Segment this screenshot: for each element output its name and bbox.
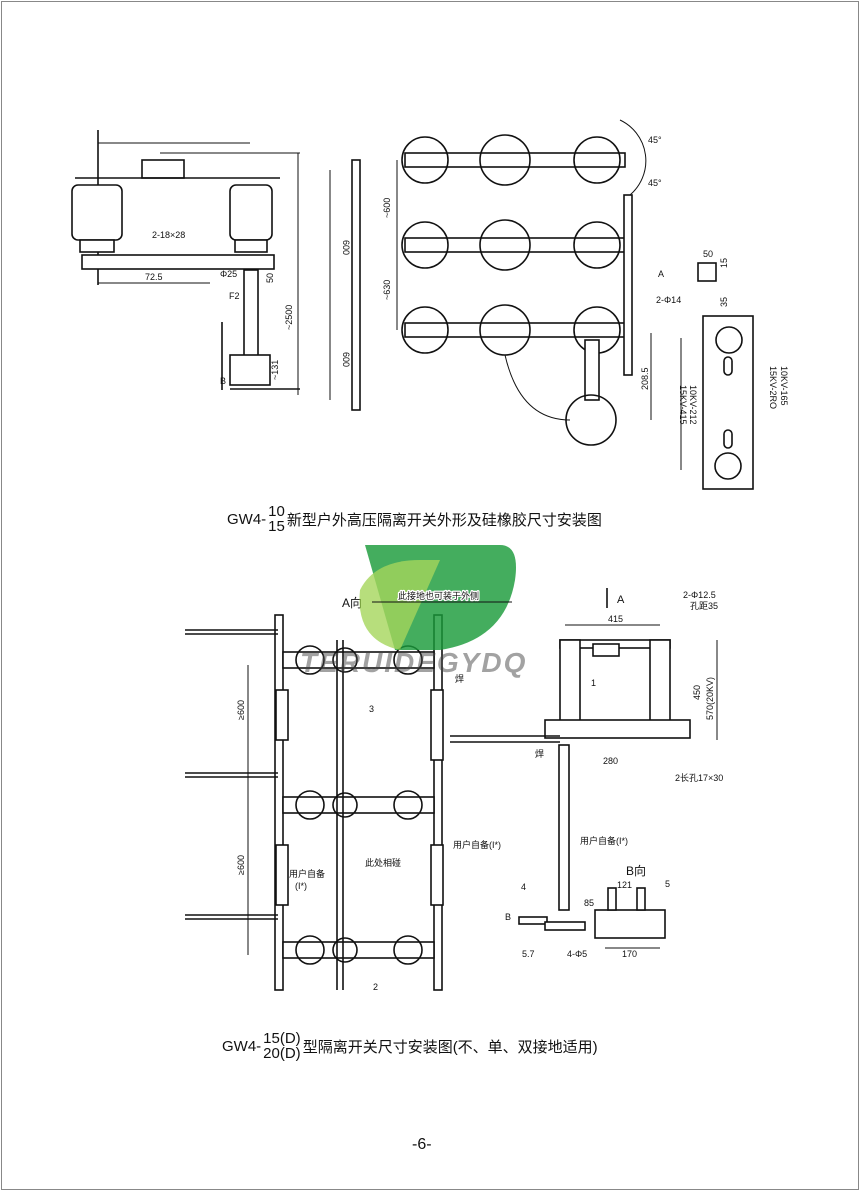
label-15kv-2ro: 15KV-2RO	[768, 366, 778, 409]
label-4: 4	[521, 882, 526, 892]
label-131: ~131	[270, 360, 280, 380]
label-50b: 50	[703, 249, 713, 259]
caption1-fraction: 10 15	[268, 504, 285, 534]
label-user1: 用户自备(I*)	[453, 839, 501, 850]
label-b2: B	[505, 912, 511, 922]
label-600b: 600	[341, 352, 351, 367]
label-b-dir: B向	[626, 863, 646, 878]
label-phi25: Φ25	[220, 269, 237, 279]
label-170: 170	[622, 949, 637, 959]
figure2-caption: GW4- 15(D) 20(D) 型隔离开关尺寸安装图(不、单、双接地适用)	[222, 1031, 598, 1061]
label-450: 450	[692, 685, 702, 700]
figure1-caption: GW4- 10 15 新型户外高压隔离开关外形及硅橡胶尺寸安装图	[227, 504, 602, 534]
caption1-prefix: GW4-	[227, 510, 267, 528]
label-b: B	[220, 376, 226, 386]
label-600c: ~600	[382, 198, 392, 218]
caption2-fraction: 15(D) 20(D)	[263, 1031, 301, 1061]
label-10kv-165: 10KV-165	[779, 366, 789, 406]
side-view-drawing: 2-18×28 72.5 Φ25 50 F2 ~2500 ~131 B	[71, 130, 300, 395]
label-1: 1	[591, 678, 596, 688]
caption1-suffix: 新型户外高压隔离开关外形及硅橡胶尺寸安装图	[286, 511, 602, 529]
label-630: ~630	[382, 280, 392, 300]
label-user2a: 用户自备	[289, 868, 325, 879]
label-ge600a: ≥600	[236, 700, 246, 720]
label-phi5: 4-Φ5	[567, 949, 587, 959]
overlay-labels: 此接地也可装于外侧	[372, 589, 512, 603]
label-user2b: (I*)	[295, 881, 307, 891]
label-45b: 45°	[648, 178, 662, 188]
label-5-7: 5.7	[522, 949, 535, 959]
label-15: 15	[719, 258, 729, 268]
watermark-text: TERUIDEGYDQ	[300, 647, 527, 678]
caption1-bottom: 15	[268, 518, 285, 535]
label-phi12-5: 2-Φ12.5	[683, 590, 716, 600]
top-view-drawing: ~600 ~630 45° 45° A 2-Φ14 208.5	[382, 119, 681, 446]
label-ground-note: 此接地也可装于外侧	[398, 590, 479, 601]
label-f2: F2	[229, 291, 240, 301]
bracket-plate-drawing: 50 15 35 10KV-212 15KV-415 10KV-165 15KV…	[678, 249, 789, 490]
label-weld2: 焊	[535, 748, 544, 759]
label-415: 415	[608, 614, 623, 624]
plan-view-drawing: ≥600 ≥600 A向 焊 3 此处相碰 用户自备(I*) 用户自备 (I*)…	[185, 595, 501, 992]
caption2-bottom: 20(D)	[263, 1045, 301, 1062]
label-weld1: 焊	[455, 673, 464, 684]
label-121: 121	[617, 880, 632, 890]
label-ge600b: ≥600	[236, 855, 246, 875]
label-2: 2	[373, 982, 378, 992]
caption2-prefix: GW4-	[222, 1037, 262, 1055]
label-3: 3	[369, 704, 374, 714]
caption1-top: 10	[268, 503, 285, 520]
page-number: -6-	[412, 1136, 432, 1153]
label-72-5: 72.5	[145, 272, 163, 282]
label-slot: 2-18×28	[152, 230, 185, 240]
label-85: 85	[584, 898, 594, 908]
section-view-drawing: 600 600	[329, 159, 361, 411]
label-600a: 600	[341, 240, 351, 255]
label-5: 5	[665, 879, 670, 889]
label-user3: 用户自备(I*)	[580, 835, 628, 846]
label-10kv-212: 10KV-212	[688, 385, 698, 425]
label-570: 570(20KV)	[705, 677, 715, 720]
label-280: 280	[603, 756, 618, 766]
caption2-suffix: 型隔离开关尺寸安装图(不、单、双接地适用)	[302, 1038, 598, 1056]
label-208-5: 208.5	[640, 367, 650, 390]
caption2-top: 15(D)	[263, 1030, 301, 1047]
label-pitch: 孔距35	[690, 601, 718, 611]
label-a: A	[658, 269, 664, 279]
label-touch: 此处相碰	[365, 857, 401, 868]
label-2500: ~2500	[284, 305, 294, 330]
elevation-view-drawing: A 2-Φ12.5 孔距35 415 1 450 570(20KV) 焊 280…	[450, 588, 723, 959]
label-a-arrow: A	[617, 594, 625, 606]
watermark-logo: TERUIDEGYDQ	[300, 545, 527, 678]
label-phi14: 2-Φ14	[656, 295, 681, 305]
label-35: 35	[719, 297, 729, 307]
label-slot2: 2长孔17×30	[675, 772, 723, 783]
label-45a: 45°	[648, 135, 662, 145]
label-15kv-415: 15KV-415	[678, 385, 688, 425]
label-a-dir: A向	[342, 595, 362, 610]
label-50: 50	[265, 273, 275, 283]
